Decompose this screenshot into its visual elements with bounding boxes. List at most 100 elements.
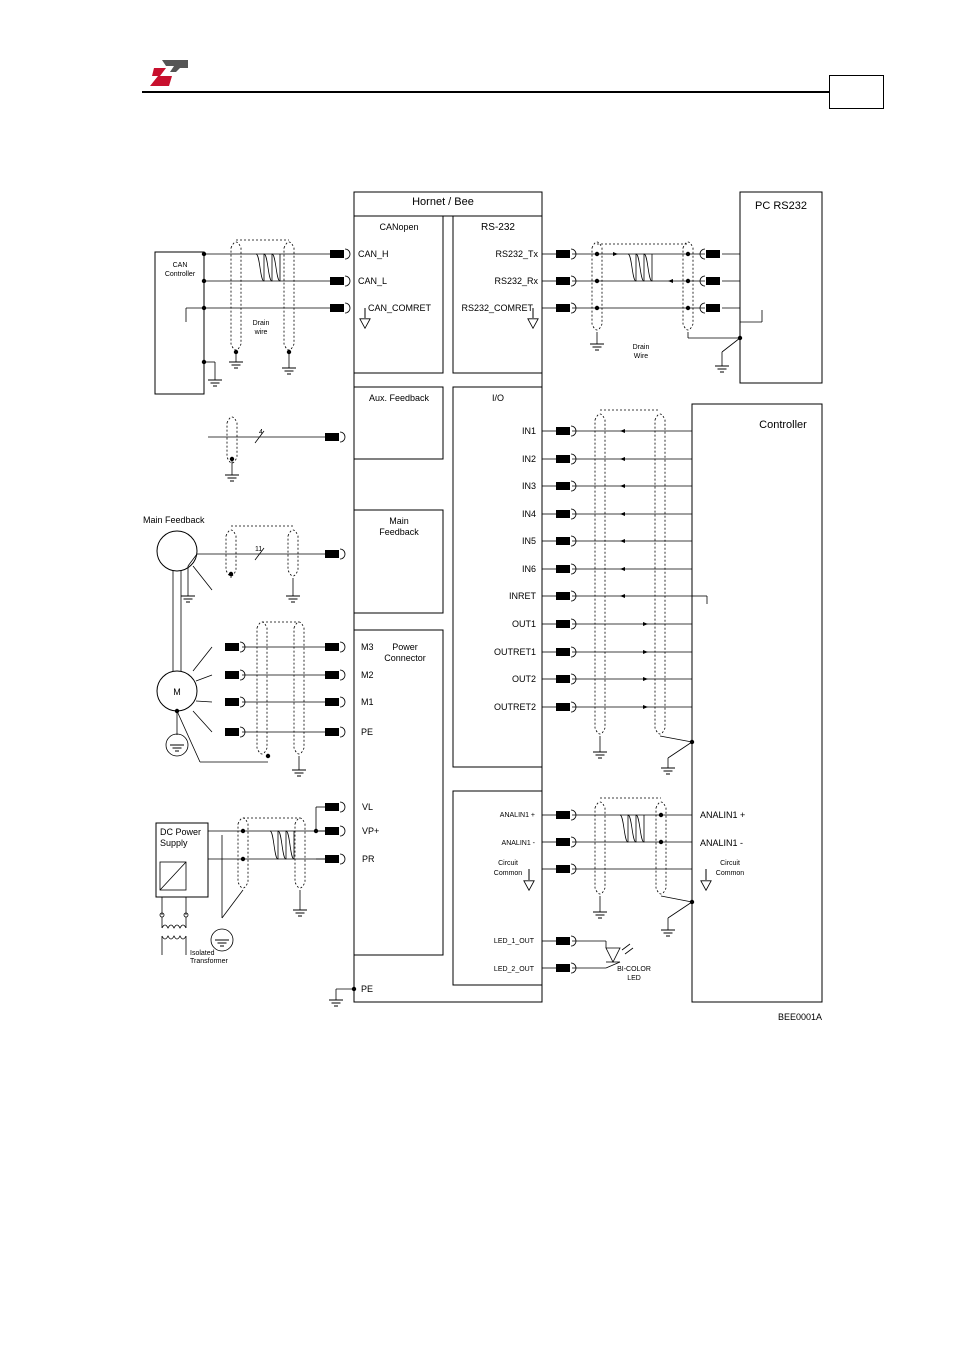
power-connector-title-1: Power (392, 642, 418, 652)
can-controller-label-1: CAN (173, 262, 188, 269)
ground-icon (660, 767, 676, 775)
bi-color-led-2: LED (627, 975, 641, 982)
rs232-comret-symbol (527, 318, 539, 329)
pin-chassis-pe: PE (361, 984, 373, 994)
wire (192, 710, 213, 733)
ground-icon (291, 769, 307, 777)
power-connector-title-2: Connector (384, 653, 426, 663)
header-rule (142, 91, 830, 93)
signal-arrow (620, 594, 625, 598)
pin-m2: M2 (361, 670, 374, 680)
io-pin-labels: IN1IN2IN3IN4IN5IN6INRETOUT1OUTRET1OUT2OU… (494, 426, 537, 712)
dc-supply-shield (294, 817, 306, 889)
transformer-coil (161, 924, 187, 929)
drain-wire-left-2: wire (254, 329, 268, 336)
ground-icon (589, 343, 605, 351)
pin-can-l: CAN_L (358, 276, 387, 286)
drive-circuit-common-1: Circuit (498, 860, 518, 867)
rs232-cable-shield (682, 241, 694, 331)
junction-dot (594, 251, 600, 257)
earth-ground-icon (210, 928, 234, 952)
junction-dot (594, 278, 600, 284)
wire (605, 961, 621, 969)
io-pin-in3: IN3 (522, 481, 536, 491)
pin-rs232-rx: RS232_Rx (494, 276, 538, 286)
led-icon (605, 947, 621, 963)
wire-count-aux: 4 (259, 429, 263, 436)
ground-icon (214, 939, 230, 947)
twisted-pair (269, 830, 295, 860)
ground-icon (285, 595, 301, 603)
twisted-pair (619, 814, 645, 843)
can-cable-shield (283, 241, 295, 351)
company-logo-icon (150, 60, 188, 86)
io-pin-in2: IN2 (522, 454, 536, 464)
ground-icon (228, 361, 244, 369)
ground-icon (714, 365, 730, 373)
io-cable-shield (594, 413, 606, 735)
connector-icon (330, 275, 351, 287)
bi-color-led-1: BI-COLOR (617, 966, 651, 973)
connector-icon (699, 302, 720, 314)
isolated-transformer-1: Isolated (190, 950, 215, 957)
pin-pe: PE (361, 727, 373, 737)
connector-icon (325, 641, 346, 653)
ground-icon (224, 474, 240, 482)
controller-circuit-common-2: Common (716, 870, 745, 877)
signal-arrow (668, 279, 673, 283)
junction-dot (201, 278, 207, 284)
drain-wire-right-1: Drain (633, 344, 650, 351)
pin-analin1-minus: ANALIN1 - (502, 840, 536, 847)
ground-icon (180, 595, 196, 603)
connector-icon (699, 248, 720, 260)
io-cable-shield (654, 413, 666, 735)
wire (192, 565, 213, 591)
connector-icon (325, 669, 346, 681)
dc-supply-label-2: Supply (160, 838, 188, 848)
wire (621, 943, 631, 951)
drain-wire-right-2: Wire (634, 353, 648, 360)
signal-arrow (643, 650, 648, 654)
junction-dot (685, 251, 691, 257)
wiring-lines (159, 239, 763, 1007)
can-cable-shield (230, 241, 242, 351)
junction-dot (265, 753, 271, 759)
signal-arrow (643, 622, 648, 626)
pin-rs232-comret: RS232_COMRET (461, 303, 533, 313)
motor-cable-shield (293, 621, 305, 755)
connector-icon (330, 248, 351, 260)
io-pin-in1: IN1 (522, 426, 536, 436)
page-header (0, 0, 955, 120)
dc-supply-shield (237, 817, 249, 889)
wire (221, 889, 244, 919)
controller-title: Controller (759, 419, 807, 431)
signal-arrow (643, 677, 648, 681)
connector-icon (325, 696, 346, 708)
connector-icon (330, 302, 351, 314)
io-pin-in4: IN4 (522, 509, 536, 519)
wire (187, 553, 198, 567)
pin-led-1-out: LED_1_OUT (494, 938, 535, 945)
pin-rs232-tx: RS232_Tx (495, 249, 538, 259)
controller-block (691, 403, 823, 1003)
junction-dot (685, 305, 691, 311)
canopen-title: CANopen (379, 222, 418, 232)
analog-cable-shield (655, 801, 667, 895)
controller-analin1-plus: ANALIN1 + (700, 810, 745, 820)
signal-arrow (620, 457, 625, 461)
drive-block (353, 191, 543, 1003)
io-pin-outret2: OUTRET2 (494, 702, 536, 712)
io-pin-out2: OUT2 (512, 674, 536, 684)
ground-icon (328, 999, 344, 1007)
rs232-title: RS-232 (481, 222, 515, 233)
isolated-transformer-2: Transformer (190, 958, 229, 965)
junction-dot (240, 856, 246, 862)
can-comret-symbol (359, 318, 371, 329)
drive-circuit-common-symbol (523, 880, 535, 891)
junction-dot (658, 812, 664, 818)
controller-circuit-common-symbol (700, 880, 712, 891)
connector-icon (325, 726, 346, 738)
motor-label: M (173, 687, 181, 697)
wire (195, 674, 213, 682)
io-pin-outret1: OUTRET1 (494, 647, 536, 657)
